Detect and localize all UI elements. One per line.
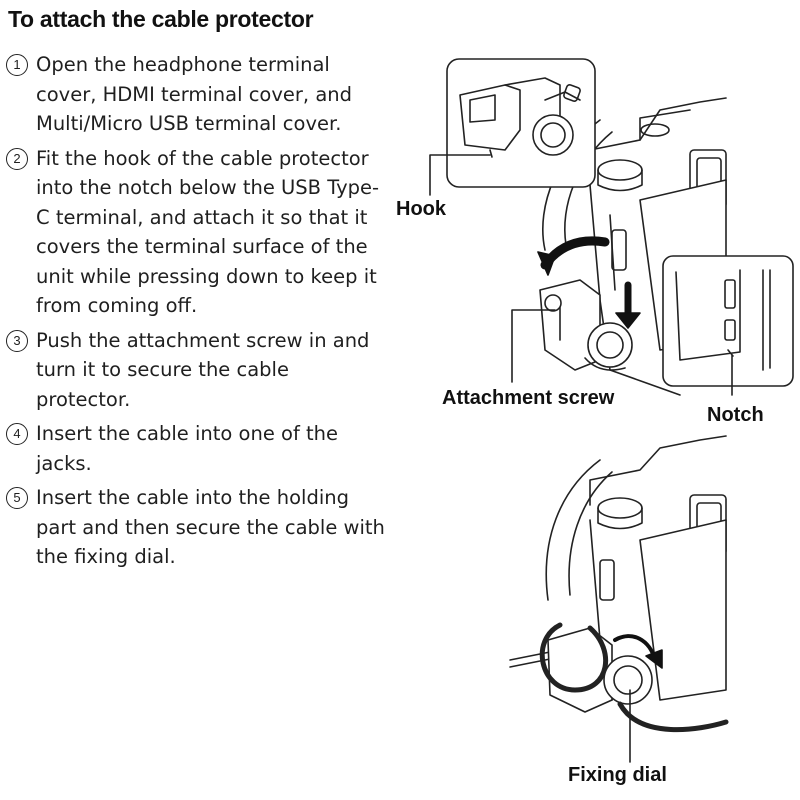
notch-detail-inset xyxy=(662,255,794,387)
step-number-5: 5 xyxy=(6,487,28,509)
fixing-dial-label: Fixing dial xyxy=(568,764,667,786)
step-text-1: Open the headphone terminal cover, HDMI … xyxy=(36,53,352,135)
step-4: 4 Insert the cable into one of the jacks… xyxy=(6,419,386,478)
hook-label: Hook xyxy=(396,198,446,220)
cable-protector-attached-illustration xyxy=(539,622,729,733)
step-text-2: Fit the hook of the cable protector into… xyxy=(36,146,380,318)
step-3: 3 Push the attachment screw in and turn … xyxy=(6,326,386,415)
step-text-3: Push the attachment screw in and turn it… xyxy=(36,328,370,411)
step-text-4: Insert the cable into one of the jacks. xyxy=(36,422,339,475)
step-text-5: Insert the cable into the holding part a… xyxy=(36,486,385,568)
hook-leader-line xyxy=(429,154,491,196)
step-number-3: 3 xyxy=(6,329,28,352)
cable-protector-illustration xyxy=(539,279,633,371)
page-title: To attach the cable protector xyxy=(8,6,314,32)
step-number-4: 4 xyxy=(6,423,28,445)
steps-list: 1 Open the headphone terminal cover, HDM… xyxy=(6,50,386,577)
hook-detail-inset xyxy=(446,58,596,188)
step-5: 5 Insert the cable into the holding part… xyxy=(6,483,386,572)
notch-label: Notch xyxy=(707,404,764,426)
step-1: 1 Open the headphone terminal cover, HDM… xyxy=(6,50,386,139)
step-number-1: 1 xyxy=(6,54,28,76)
attachment-screw-leader-line xyxy=(511,309,556,383)
attachment-screw-label: Attachment screw xyxy=(442,387,615,409)
step-2: 2 Fit the hook of the cable protector in… xyxy=(6,144,386,321)
step-number-2: 2 xyxy=(6,147,28,170)
